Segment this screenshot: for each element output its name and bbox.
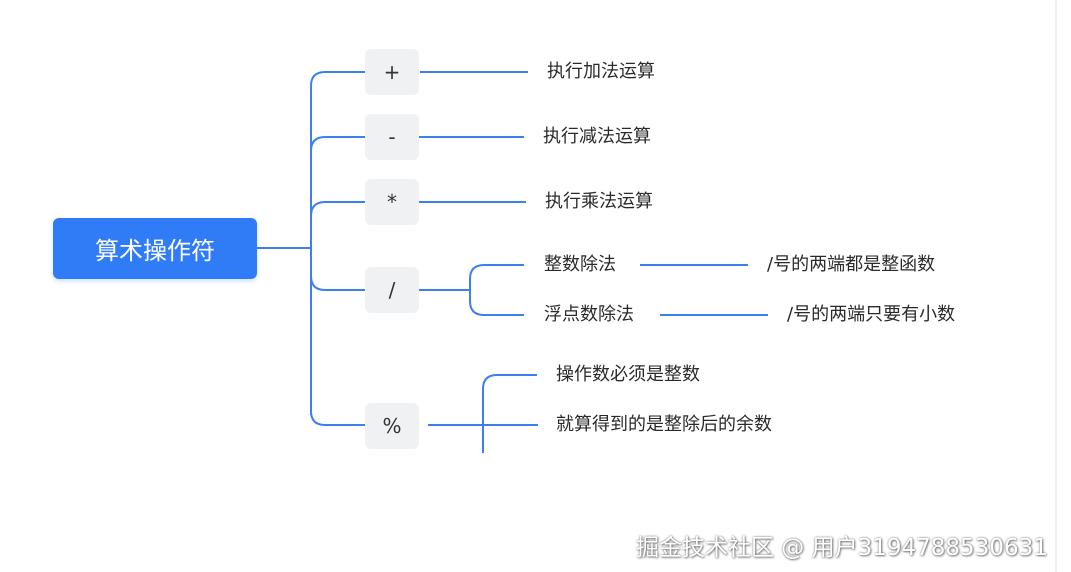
root-label: 算术操作符	[95, 237, 215, 265]
integer-division-note[interactable]: /号的两端都是整函数	[767, 254, 936, 275]
float-division-note[interactable]: /号的两端只要有小数	[787, 304, 956, 325]
connector-to-minus	[310, 136, 365, 152]
connector-to-modulo	[310, 410, 365, 426]
multiply-description[interactable]: 执行乘法运算	[545, 191, 653, 212]
integer-division-label[interactable]: 整数除法	[544, 254, 616, 275]
operator-divide-symbol: /	[388, 278, 396, 302]
operator-minus-node[interactable]: -	[365, 114, 419, 160]
connector-modulo-up	[482, 374, 537, 453]
minus-description[interactable]: 执行减法运算	[543, 126, 651, 147]
plus-description[interactable]: 执行加法运算	[547, 61, 655, 82]
connector-divide-down	[469, 290, 524, 316]
float-division-label[interactable]: 浮点数除法	[544, 304, 634, 325]
operator-divide-node[interactable]: /	[365, 267, 419, 313]
operator-multiply-symbol: *	[387, 190, 397, 214]
operator-plus-node[interactable]: +	[365, 49, 419, 95]
connector-to-divide	[310, 275, 365, 291]
modulo-result-label[interactable]: 就算得到的是整除后的余数	[556, 414, 772, 435]
modulo-rule-label[interactable]: 操作数必须是整数	[556, 364, 700, 385]
operator-minus-symbol: -	[388, 125, 396, 149]
right-border	[1055, 0, 1057, 572]
operator-modulo-symbol: %	[382, 414, 402, 438]
root-node[interactable]: 算术操作符	[53, 218, 257, 279]
operator-plus-symbol: +	[383, 60, 401, 84]
watermark: 掘金技术社区 @ 用户3194788530631	[636, 535, 1048, 561]
operator-modulo-node[interactable]: %	[365, 403, 419, 449]
operator-multiply-node[interactable]: *	[365, 179, 419, 225]
connector-to-plus	[310, 71, 365, 87]
connector-to-multiply	[310, 201, 365, 217]
connector-divide-up	[469, 264, 524, 290]
